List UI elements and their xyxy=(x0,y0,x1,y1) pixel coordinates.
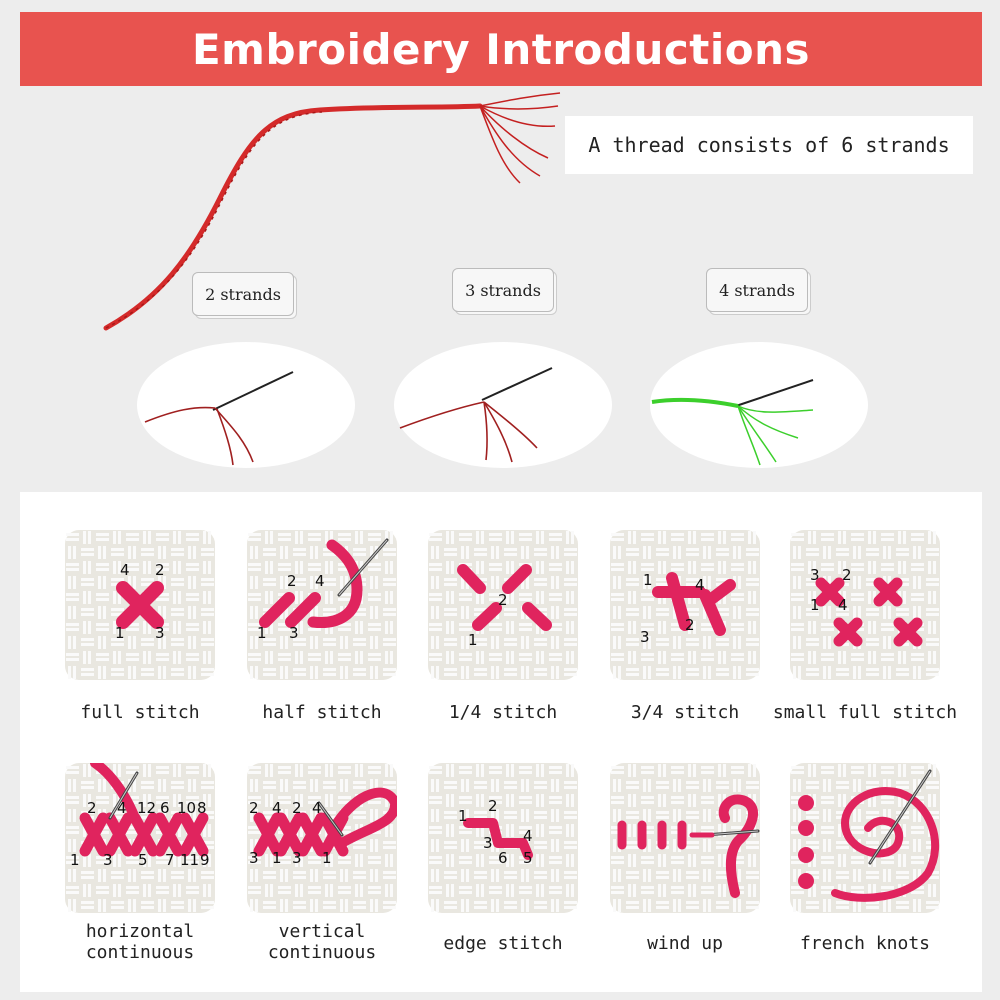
title-banner: Embroidery Introductions xyxy=(20,12,982,86)
stitch-step-number: 3 xyxy=(810,566,820,584)
stitch-step-number: 5 xyxy=(138,851,148,869)
stitch-step-number: 3 xyxy=(292,849,302,867)
stitch-step-number: 12 xyxy=(137,799,156,817)
stitch-step-number: 1 xyxy=(458,807,468,825)
stitch-caption: full stitch xyxy=(80,702,200,723)
stitch-step-number: 2 xyxy=(249,799,259,817)
stitch-step-number: 2 xyxy=(488,797,498,815)
stitch-step-number: 1 xyxy=(810,596,820,614)
stitch-step-number: 1 xyxy=(70,851,80,869)
stitch-step-number: 7 xyxy=(165,851,175,869)
stitch-step-number: 3 xyxy=(155,624,165,642)
stitch-step-number: 4 xyxy=(523,827,533,845)
stitch-step-number: 3 xyxy=(103,851,113,869)
thread-illustration xyxy=(103,92,561,331)
stitch-step-number: 3 xyxy=(640,628,650,646)
stitch-caption: half stitch xyxy=(262,702,382,723)
stitch-caption: 1/4 stitch xyxy=(448,702,558,723)
stitch-step-number: 4 xyxy=(272,799,282,817)
stitch-caption: 3/4 stitch xyxy=(630,702,740,723)
wind-up-icon xyxy=(610,763,760,913)
stitch-step-number: 6 xyxy=(498,849,508,867)
four-strand-needle-photo xyxy=(650,342,868,468)
stitch-step-number: 1 xyxy=(272,849,282,867)
stitch-step-number: 3 xyxy=(483,834,493,852)
stitch-step-number: 6 xyxy=(160,799,170,817)
stitch-step-number: 10 xyxy=(177,799,196,817)
stitch-step-number: 2 xyxy=(292,799,302,817)
stitch-caption: small full stitch xyxy=(772,702,958,723)
stitch-step-number: 2 xyxy=(155,561,165,579)
stitch-step-number: 4 xyxy=(838,596,848,614)
french-knots-icon xyxy=(790,763,940,913)
stitch-step-number: 1 xyxy=(643,571,653,589)
stitch-step-number: 11 xyxy=(180,851,199,869)
three-strand-needle-photo xyxy=(394,342,612,468)
thread-note: A thread consists of 6 strands xyxy=(565,116,973,174)
stitch-step-number: 3 xyxy=(249,849,259,867)
stitch-step-number: 5 xyxy=(523,849,533,867)
stitch-caption: wind up xyxy=(647,933,723,954)
stitch-step-number: 1 xyxy=(115,624,125,642)
stitch-step-number: 8 xyxy=(197,799,207,817)
stitch-step-number: 3 xyxy=(289,624,299,642)
page-title: Embroidery Introductions xyxy=(191,24,810,74)
stitch-step-number: 2 xyxy=(287,572,297,590)
stitch-caption: vertical continuous xyxy=(267,921,377,963)
stitch-caption: horizontal continuous xyxy=(85,921,195,963)
stitch-caption: edge stitch xyxy=(443,933,563,954)
strand-label-2: 2 strands xyxy=(192,272,294,316)
stitch-step-number: 4 xyxy=(315,572,325,590)
stitch-step-number: 1 xyxy=(468,631,478,649)
stitch-step-number: 2 xyxy=(842,566,852,584)
stitch-step-number: 2 xyxy=(498,591,508,609)
stitch-step-number: 2 xyxy=(87,799,97,817)
stitch-step-number: 2 xyxy=(685,616,695,634)
three-quarter-stitch-icon: 1 4 2 3 xyxy=(610,530,760,680)
stitch-step-number: 1 xyxy=(322,849,332,867)
stitch-step-number: 4 xyxy=(120,561,130,579)
strand-label-4: 4 strands xyxy=(706,268,808,312)
stitch-step-number: 4 xyxy=(312,799,322,817)
stitch-step-number: 4 xyxy=(695,576,705,594)
stitch-step-number: 1 xyxy=(257,624,267,642)
two-strand-needle-photo xyxy=(137,342,355,468)
full-stitch-icon: 4 2 1 3 xyxy=(65,530,215,680)
strand-label-3: 3 strands xyxy=(452,268,554,312)
stitch-step-number: 4 xyxy=(117,799,127,817)
stitch-step-number: 9 xyxy=(200,851,210,869)
stitch-caption: french knots xyxy=(799,933,931,954)
